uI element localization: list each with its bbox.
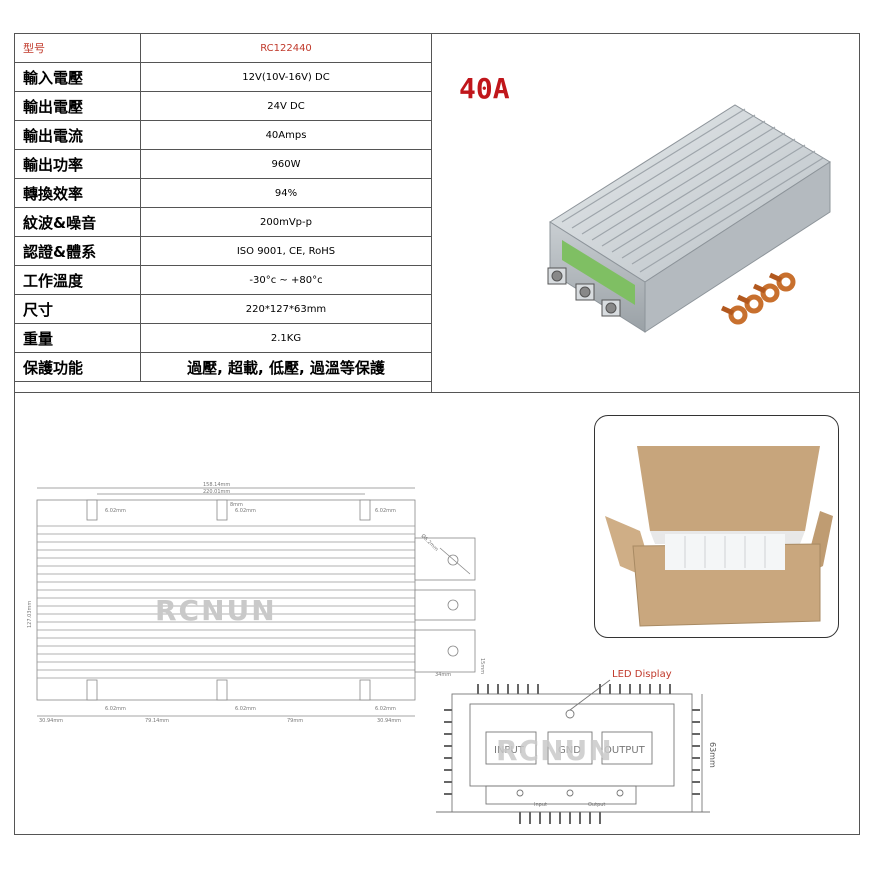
dim-label: 30.94mm — [377, 718, 401, 724]
spec-key: 紋波&噪音 — [14, 207, 141, 237]
dim-label: 6.02mm — [105, 508, 126, 514]
spec-value: -30°c ~ +80°c — [140, 265, 432, 295]
dim-label: Input — [534, 802, 547, 808]
spec-value: 12V(10V-16V) DC — [140, 62, 432, 92]
dim-label: 220.01mm — [203, 489, 230, 495]
height-dimension-label: 63mm — [708, 742, 717, 768]
page-frame — [14, 33, 860, 835]
current-rating-label: 40A — [459, 72, 510, 105]
spec-key: 輸出電流 — [14, 120, 141, 150]
spec-row: 保護功能過壓, 超載, 低壓, 過溫等保護 — [14, 352, 432, 382]
dim-label: 15mm — [479, 658, 485, 674]
spec-value: 94% — [140, 178, 432, 208]
spec-value: 200mVp-p — [140, 207, 432, 237]
dim-label: 8mm — [230, 502, 243, 508]
spec-value: 2.1KG — [140, 323, 432, 353]
dim-label: 34mm — [435, 672, 451, 678]
spec-value: 220*127*63mm — [140, 294, 432, 324]
terminal-output-label: OUTPUT — [604, 745, 646, 756]
terminal-gnd-label: GND — [558, 745, 581, 756]
spec-value: RC122440 — [140, 33, 432, 63]
spec-key: 保護功能 — [14, 352, 141, 382]
spec-key: 型号 — [14, 33, 141, 63]
dim-label: Output — [588, 802, 605, 808]
spec-value: 過壓, 超載, 低壓, 過溫等保護 — [140, 352, 432, 382]
terminal-input-label: INPUT — [494, 745, 525, 756]
dim-label: 6.02mm — [235, 706, 256, 712]
watermark: RCNUN — [155, 594, 277, 627]
product-photo — [547, 104, 831, 333]
dim-label: 79mm — [287, 718, 303, 724]
spec-value: 960W — [140, 149, 432, 179]
spec-value: 24V DC — [140, 91, 432, 121]
watermark: RCNUN — [496, 734, 613, 767]
dim-label: 6.02mm — [375, 508, 396, 514]
led-display-label: LED Display — [612, 669, 672, 680]
dim-label: 6.02mm — [235, 508, 256, 514]
dimension-drawing-top: 158.14mm 220.01mm 8mm 6.02mm 6.02mm 6.02… — [27, 482, 485, 724]
spec-key: 輸入電壓 — [14, 62, 141, 92]
dim-label: 127.03mm — [27, 601, 33, 628]
spec-key: 轉換效率 — [14, 178, 141, 208]
dim-label: 6.02mm — [375, 706, 396, 712]
spec-key: 輸出功率 — [14, 149, 141, 179]
section-divider-horizontal — [14, 392, 860, 393]
packaging-photo — [594, 415, 839, 638]
dim-label: 30.94mm — [39, 718, 63, 724]
spec-value: ISO 9001, CE, RoHS — [140, 236, 432, 266]
spec-key: 輸出電壓 — [14, 91, 141, 121]
spec-key: 認證&體系 — [14, 236, 141, 266]
section-divider-vertical — [431, 33, 432, 393]
spec-row: 工作溫度-30°c ~ +80°c — [14, 265, 432, 295]
dimension-drawing-side: LED Display INPUT GND OUTPUT Input Outpu… — [436, 669, 717, 824]
spec-key: 工作溫度 — [14, 265, 141, 295]
spec-key: 重量 — [14, 323, 141, 353]
dim-label: 6.02mm — [105, 706, 126, 712]
spec-value: 40Amps — [140, 120, 432, 150]
dim-label: 79.14mm — [145, 718, 169, 724]
dim-label: 158.14mm — [203, 482, 230, 488]
spec-key: 尺寸 — [14, 294, 141, 324]
